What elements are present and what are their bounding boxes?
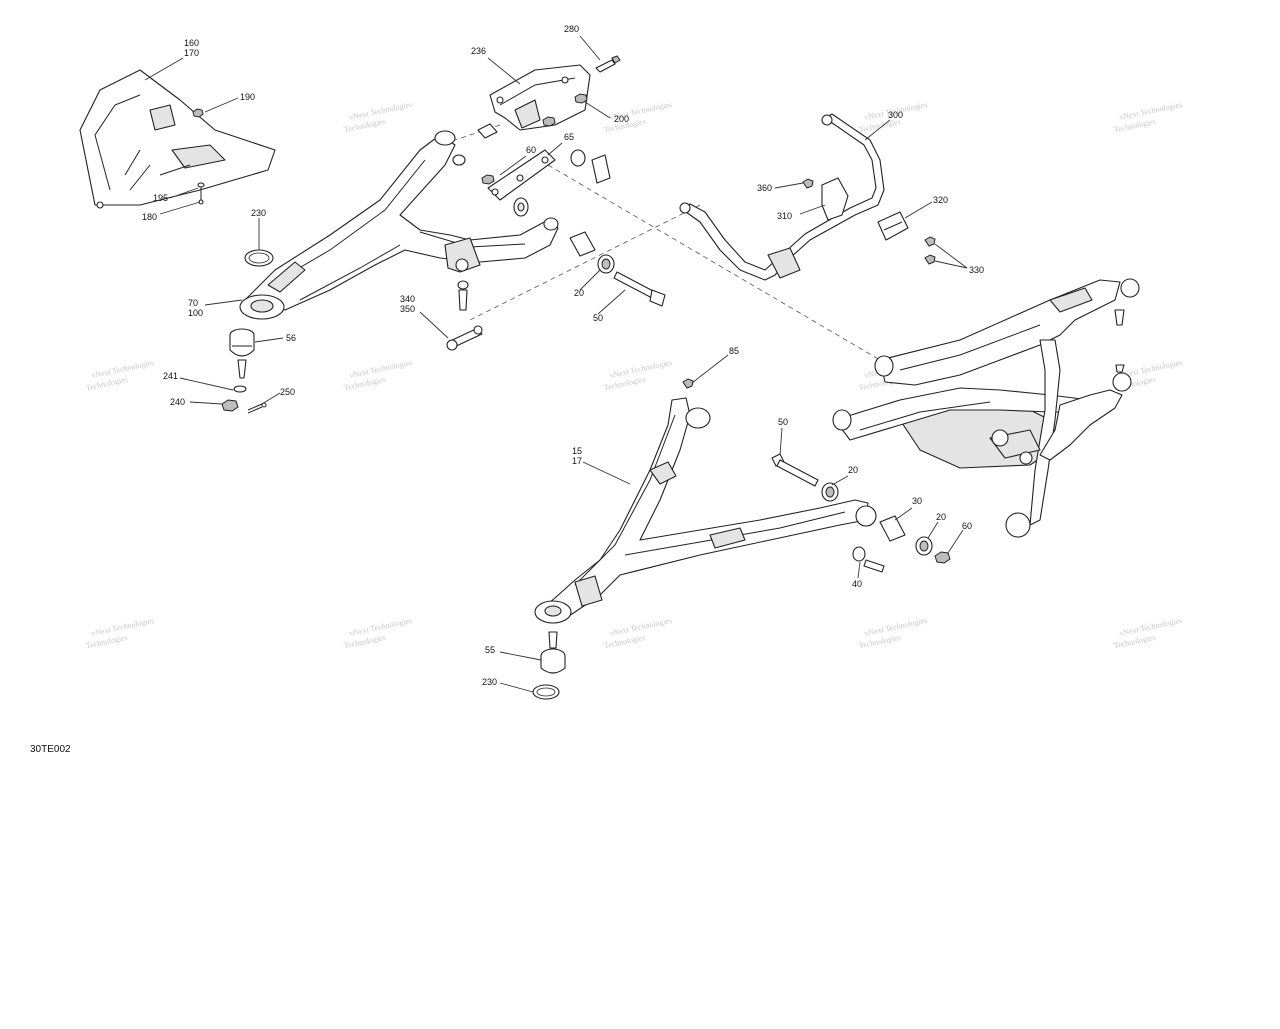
- callout-40: 40: [852, 579, 862, 589]
- washer-195: [197, 182, 205, 205]
- nut-200: [574, 93, 588, 104]
- bolt-280: [595, 55, 621, 73]
- callout-360: 360: [757, 183, 772, 193]
- callout-60: 60: [962, 521, 972, 531]
- washer-bolt-40: [852, 546, 885, 573]
- callout-236: 236: [471, 46, 486, 56]
- callout-330: 330: [969, 265, 984, 275]
- bushing-mid: [513, 197, 529, 217]
- sway-bar-link: [446, 280, 483, 351]
- fastener-190: [192, 108, 204, 118]
- callout-200: 200: [614, 114, 629, 124]
- cotter-pin-250: [247, 402, 267, 414]
- callout-170: 170: [184, 48, 199, 58]
- figure-code: 30TE002: [30, 744, 71, 755]
- retaining-ring-230b: [532, 684, 560, 700]
- nut-60b: [934, 551, 951, 564]
- bolt-50a: [613, 271, 666, 307]
- callout-320: 320: [933, 195, 948, 205]
- callout-20: 20: [936, 512, 946, 522]
- callout-60: 60: [526, 145, 536, 155]
- leader-lines: [144, 35, 968, 693]
- sway-bar: [679, 113, 885, 281]
- callout-195: 195: [153, 193, 168, 203]
- callout-50: 50: [593, 313, 603, 323]
- callout-350: 350: [400, 304, 415, 314]
- bushing-20c: [915, 536, 933, 556]
- fastener-85: [682, 378, 694, 389]
- spacer-65: [570, 149, 611, 184]
- callout-15: 15: [572, 446, 582, 456]
- sleeve-30: [879, 515, 906, 542]
- callout-230: 230: [251, 208, 266, 218]
- callout-30: 30: [912, 496, 922, 506]
- nut-60a-left: [481, 174, 495, 185]
- screw-360: [802, 178, 814, 189]
- callout-180: 180: [142, 212, 157, 222]
- bushing-20a: [597, 254, 615, 274]
- callout-56: 56: [286, 333, 296, 343]
- callout-numbers: 160 170 190 195 180 230 70 100 56 241 24…: [142, 24, 984, 687]
- callout-240: 240: [170, 397, 185, 407]
- callout-160: 160: [184, 38, 199, 48]
- ball-joint-55: [540, 631, 566, 674]
- callout-100: 100: [188, 308, 203, 318]
- bracket-236: [489, 64, 591, 131]
- callout-70: 70: [188, 298, 198, 308]
- callout-250: 250: [280, 387, 295, 397]
- washer-241: [233, 385, 247, 393]
- bushing-20b: [821, 482, 839, 502]
- callout-85: 85: [729, 346, 739, 356]
- screws-330: [924, 236, 936, 265]
- callout-280: 280: [564, 24, 579, 34]
- clamp-310: [821, 177, 849, 221]
- callout-17: 17: [572, 456, 582, 466]
- sleeve-upper: [569, 231, 596, 257]
- callout-230: 230: [482, 677, 497, 687]
- bushing-upper: [477, 116, 556, 139]
- callout-300: 300: [888, 110, 903, 120]
- callout-20: 20: [848, 465, 858, 475]
- bushing-320: [877, 211, 909, 241]
- callout-20: 20: [574, 288, 584, 298]
- bolt-50b: [771, 453, 819, 487]
- ball-joint-56: [229, 328, 255, 379]
- callout-310: 310: [777, 211, 792, 221]
- assembled-suspension: [832, 278, 1140, 538]
- retaining-ring-230a: [244, 249, 274, 267]
- callout-241: 241: [163, 371, 178, 381]
- callout-65: 65: [564, 132, 574, 142]
- plate-60a: [487, 149, 556, 201]
- callout-55: 55: [485, 645, 495, 655]
- callout-50: 50: [778, 417, 788, 427]
- nut-240: [221, 399, 239, 412]
- lower-a-arm: [534, 397, 877, 624]
- callout-190: 190: [240, 92, 255, 102]
- upper-a-arm: [239, 130, 559, 320]
- callout-340: 340: [400, 294, 415, 304]
- skid-plate: [79, 69, 276, 209]
- assembly-lines: [454, 124, 881, 361]
